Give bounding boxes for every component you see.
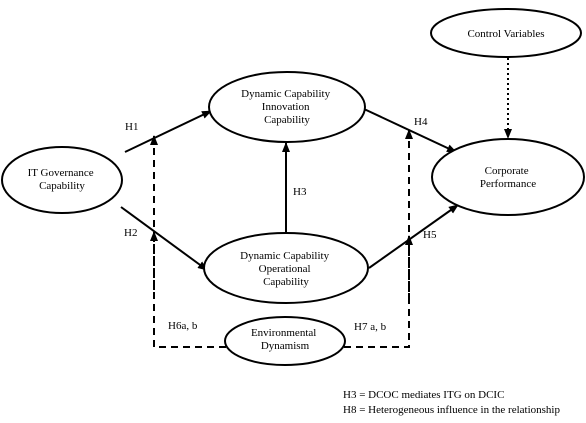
node-environmental-dynamism-line-1: Environmental bbox=[251, 327, 316, 339]
node-environmental-dynamism: Environmental Dynamism bbox=[224, 316, 346, 366]
svg-text:Control Variables: Control Variables bbox=[467, 28, 544, 40]
edge-label-h4: H4 bbox=[414, 116, 428, 128]
node-dcoc-line-1: Dynamic Capability bbox=[240, 250, 329, 262]
node-dcoc-line-2: Operational bbox=[259, 263, 311, 275]
node-it-governance-shape bbox=[1, 146, 123, 214]
edge-h6-dashed bbox=[150, 135, 226, 348]
node-dcoc: Dynamic Capability Operational Capabilit… bbox=[203, 232, 369, 304]
moderation-edges bbox=[150, 129, 413, 348]
svg-text:Environmental Dynamism: Environmental Dynamism bbox=[251, 327, 319, 352]
edge-h5 bbox=[368, 204, 459, 269]
edge-h2 bbox=[120, 206, 208, 271]
node-dcic-line-2: Innovation bbox=[262, 101, 310, 113]
edge-label-h7: H7 a, b bbox=[354, 321, 387, 333]
note-h3: H3 = DCOC mediates ITG on DCIC bbox=[343, 389, 505, 401]
node-environmental-dynamism-line-2: Dynamism bbox=[261, 340, 310, 352]
edge-h7-dashed bbox=[344, 129, 413, 348]
svg-text:Corporate Performance: Corporate Performance bbox=[480, 165, 536, 190]
edge-label-h5: H5 bbox=[423, 229, 437, 241]
node-it-governance: IT Governance Capability bbox=[1, 146, 123, 214]
node-corporate-performance-shape bbox=[431, 138, 585, 216]
node-dcic-line-1: Dynamic Capability bbox=[241, 88, 330, 100]
node-corporate-performance-line-2: Performance bbox=[480, 178, 536, 190]
node-dcic-line-3: Capability bbox=[264, 114, 310, 126]
svg-text:Dynamic Capability Opera: Dynamic Capability Operational Capabilit… bbox=[240, 250, 332, 288]
edge-label-h3: H3 bbox=[293, 186, 307, 198]
node-dcic-shape bbox=[208, 71, 366, 143]
node-dcoc-shape bbox=[203, 232, 369, 304]
node-environmental-dynamism-shape bbox=[224, 316, 346, 366]
svg-text:IT Governance Capability: IT Governance Capability bbox=[28, 167, 97, 192]
node-control-variables: Control Variables bbox=[430, 8, 582, 58]
node-control-variables-label: Control Variables bbox=[467, 28, 544, 40]
edge-label-h1: H1 bbox=[125, 121, 138, 133]
node-dcoc-line-3: Capability bbox=[263, 276, 309, 288]
node-it-governance-line-2: Capability bbox=[39, 180, 85, 192]
node-dcic: Dynamic Capability Innovation Capability bbox=[208, 71, 366, 143]
note-h8: H8 = Heterogeneous influence in the rela… bbox=[343, 404, 560, 416]
node-it-governance-line-1: IT Governance bbox=[28, 167, 94, 179]
node-corporate-performance-line-1: Corporate bbox=[485, 165, 529, 177]
node-control-variables-shape bbox=[430, 8, 582, 58]
edges bbox=[120, 108, 459, 271]
node-corporate-performance: Corporate Performance bbox=[431, 138, 585, 216]
edge-label-h2: H2 bbox=[124, 227, 137, 239]
svg-text:Dynamic Capability Innov: Dynamic Capability Innovation Capability bbox=[241, 88, 333, 126]
edge-h1 bbox=[124, 110, 212, 153]
edge-label-h6: H6a, b bbox=[168, 320, 198, 332]
